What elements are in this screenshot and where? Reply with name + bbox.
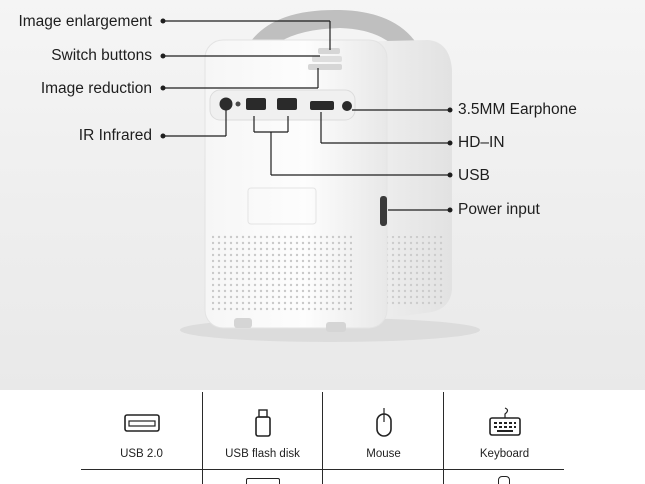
hdmi-port bbox=[310, 101, 334, 110]
next-row-icon-partial bbox=[246, 478, 280, 484]
table-divider bbox=[443, 392, 444, 484]
callout-lines bbox=[160, 18, 453, 213]
device-cell-usb: USB 2.0 bbox=[81, 390, 202, 468]
next-row-icon-partial bbox=[498, 476, 510, 484]
callout-image-reduction: Image reduction bbox=[40, 80, 152, 97]
callout-power-input: Power input bbox=[458, 201, 540, 218]
callout-usb: USB bbox=[458, 167, 490, 184]
device-label: Keyboard bbox=[479, 448, 530, 460]
top-button-down bbox=[308, 64, 342, 70]
supported-devices-table: USB 2.0 USB flash disk Mouse Keyboard bbox=[0, 390, 645, 484]
ir-receiver bbox=[219, 97, 233, 111]
device-label: Mouse bbox=[366, 448, 401, 460]
callout-ir-infrared: IR Infrared bbox=[78, 127, 152, 144]
device-cell-flash-disk: USB flash disk bbox=[202, 390, 323, 468]
top-button-up bbox=[318, 48, 340, 54]
usb-port-2 bbox=[277, 98, 297, 110]
earphone-jack bbox=[342, 101, 352, 111]
device-label: USB 2.0 bbox=[120, 448, 163, 460]
table-divider bbox=[202, 392, 203, 484]
mouse-icon bbox=[375, 407, 392, 437]
top-button-switch bbox=[312, 56, 342, 62]
power-socket bbox=[380, 196, 387, 226]
side-speaker-grille bbox=[378, 236, 444, 306]
device-cell-mouse: Mouse bbox=[323, 390, 444, 468]
projector-illustration bbox=[160, 9, 480, 342]
front-speaker-grille bbox=[212, 234, 352, 312]
foot-right bbox=[326, 322, 346, 332]
callout-switch-buttons: Switch buttons bbox=[51, 47, 152, 64]
foot-left bbox=[234, 318, 252, 328]
table-divider bbox=[322, 392, 323, 484]
device-label: USB flash disk bbox=[225, 448, 300, 460]
callout-earphone: 3.5MM Earphone bbox=[458, 101, 577, 118]
usb-port-1 bbox=[246, 98, 266, 110]
usb-flash-drive-icon bbox=[254, 409, 271, 437]
usb-port-icon bbox=[123, 414, 160, 432]
callout-hd-in: HD–IN bbox=[458, 134, 505, 151]
device-cell-keyboard: Keyboard bbox=[444, 390, 565, 468]
callout-image-enlargement: Image enlargement bbox=[18, 13, 152, 30]
indicator-led bbox=[235, 101, 241, 107]
table-row-divider bbox=[81, 469, 564, 470]
keyboard-icon bbox=[488, 407, 521, 436]
label-plate bbox=[247, 187, 317, 225]
